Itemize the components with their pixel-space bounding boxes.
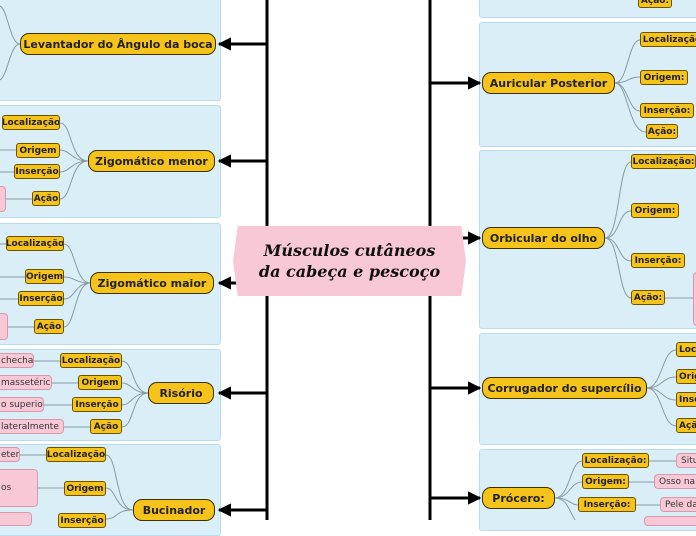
tag-insercao[interactable]: Inserção: xyxy=(578,497,636,512)
tag-acao[interactable]: Ação: xyxy=(646,124,678,139)
topic-zigomatico-menor[interactable]: Zigomático menor xyxy=(88,150,215,172)
tag-origem[interactable]: Origem xyxy=(78,375,122,390)
tag-origem[interactable]: Origem xyxy=(64,481,106,496)
tag-insercao[interactable]: Inserção: xyxy=(631,253,685,268)
detail-localizacao: eter xyxy=(0,447,20,462)
tag-localizacao[interactable]: Localização xyxy=(60,353,122,368)
tag-localizacao[interactable]: Localização xyxy=(2,115,60,130)
detail-insercao: Pele da xyxy=(660,497,696,512)
detail-origem: Osso na xyxy=(654,474,696,489)
detail-box xyxy=(693,272,696,326)
topic-corrugador-supercilio[interactable]: Corrugador do supercílio xyxy=(482,377,647,399)
detail-box xyxy=(644,516,696,526)
detail-insercao: o superior xyxy=(0,397,44,412)
tag-localizacao[interactable]: Localização: xyxy=(631,154,696,169)
tag-origem[interactable]: Origem: xyxy=(631,203,679,218)
tag-localizacao[interactable]: Loca xyxy=(676,342,696,357)
detail-acao: lateralmente xyxy=(0,419,64,434)
tag-origem[interactable]: Origem xyxy=(25,269,64,284)
tag-localizacao[interactable]: Localização xyxy=(6,236,64,251)
detail-box xyxy=(0,186,6,212)
tag-insercao[interactable]: Inserção xyxy=(58,513,106,528)
tag-insercao[interactable]: Inserção: xyxy=(640,103,694,118)
topic-procero[interactable]: Prócero: xyxy=(482,487,555,509)
tag-origem[interactable]: Origem: xyxy=(640,70,688,85)
tag-insercao[interactable]: Inserção xyxy=(18,291,64,306)
tag-acao[interactable]: Ação: xyxy=(638,0,672,8)
tag-acao[interactable]: Açã xyxy=(676,418,696,433)
tag-insercao[interactable]: Inserção xyxy=(72,397,122,412)
detail-box xyxy=(0,313,8,340)
central-title-line2: da cabeça e pescoço xyxy=(258,262,441,281)
tag-acao[interactable]: Ação xyxy=(32,191,60,206)
detail-localizacao: checha xyxy=(0,353,34,368)
detail-box xyxy=(0,512,32,526)
tag-acao[interactable]: Ação: xyxy=(631,290,665,305)
tag-localizacao[interactable]: Localização xyxy=(640,32,696,47)
tag-localizacao[interactable]: Localização xyxy=(46,447,106,462)
tag-insercao[interactable]: Inserção xyxy=(14,164,60,179)
topic-levantador-angulo-boca[interactable]: Levantador do Ângulo da boca xyxy=(20,33,216,55)
tag-origem[interactable]: Origem xyxy=(16,143,60,158)
tag-insercao[interactable]: Inse xyxy=(676,392,696,407)
topic-bucinador[interactable]: Bucinador xyxy=(133,499,215,521)
detail-origem: massetérica xyxy=(0,375,52,390)
topic-risorio[interactable]: Risório xyxy=(148,382,214,404)
tag-acao[interactable]: Ação xyxy=(34,319,64,334)
detail-origem: os xyxy=(0,469,38,507)
tag-acao[interactable]: Ação xyxy=(90,419,122,434)
topic-zigomatico-maior[interactable]: Zigomático maior xyxy=(90,272,214,294)
central-title-line1: Músculos cutâneos xyxy=(263,241,436,260)
tag-localizacao[interactable]: Localização: xyxy=(582,453,649,468)
tag-origem[interactable]: Origem: xyxy=(582,474,629,489)
topic-auricular-posterior[interactable]: Auricular Posterior xyxy=(482,72,615,94)
tag-origem[interactable]: Orig xyxy=(676,369,696,384)
detail-localizacao: Situ xyxy=(676,453,696,468)
central-topic[interactable]: Músculos cutâneos da cabeça e pescoço xyxy=(233,226,466,296)
topic-orbicular-do-olho[interactable]: Orbicular do olho xyxy=(482,227,605,249)
